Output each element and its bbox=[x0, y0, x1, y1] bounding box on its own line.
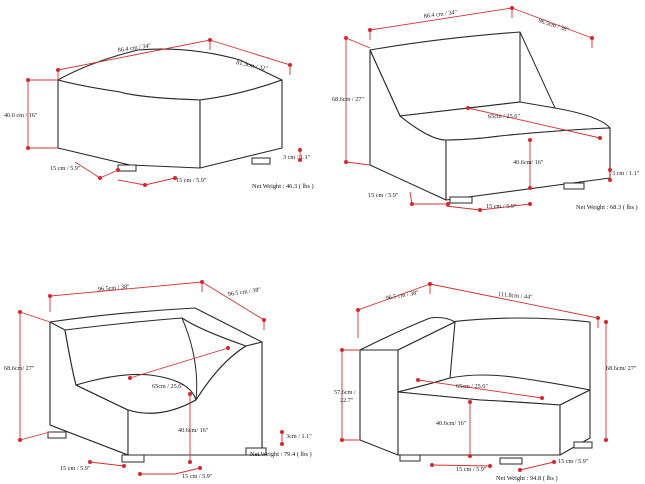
armless-chair-dimension-lines bbox=[344, 6, 612, 212]
armless-chair-weight-label: Net Weight : 68.3 ( lbs ) bbox=[576, 204, 638, 211]
arm-chair-arm-height-label-line1: 57.6cm / bbox=[334, 389, 356, 396]
arm-chair-leg-width-label: 15 cm / 5.9" bbox=[456, 466, 487, 473]
ottoman-height-label: 40.6 cm / 16" bbox=[4, 112, 38, 119]
arm-chair-height-label: 68.6cm/ 27" bbox=[606, 365, 637, 372]
ottoman-dimension-lines bbox=[26, 38, 302, 187]
arm-chair-leg-depth-label: 15 cm / 5.9" bbox=[558, 458, 589, 465]
arm-chair-panel: 96.5 cm / 38" 111.8cm / 44" 68.6cm/ 27" … bbox=[334, 282, 637, 482]
armless-chair-leg-depth-label: 15 cm / 5.9" bbox=[486, 203, 517, 210]
corner-chair-width-label: 96.5cm / 38" bbox=[98, 283, 131, 293]
ottoman-panel: 86.4 cm / 34" 81.3cm / 32" 40.6 cm / 16"… bbox=[4, 38, 314, 190]
arm-chair-seat-height-label: 40.6cm/ 16" bbox=[436, 420, 467, 427]
armless-chair-leg-height-label: 3 cm / 1.1" bbox=[612, 170, 640, 177]
arm-chair-weight-label: Net Weight : 94.8 ( lbs ) bbox=[496, 475, 558, 482]
armless-chair-panel: 86.4 cm / 34" 96.5cm / 38" 68.6cm / 27" … bbox=[332, 6, 640, 212]
corner-chair-panel: 96.5cm / 38" 96.5 cm / 38" 68.6cm/ 27" 6… bbox=[4, 280, 312, 480]
arm-chair-dimension-lines bbox=[340, 282, 608, 472]
armless-chair-height-label: 68.6cm / 27" bbox=[332, 96, 364, 103]
ottoman-leg-width-label: 15 cm / 5.9" bbox=[50, 165, 81, 172]
ottoman-weight-label: Net Weight : 46.3 ( lbs ) bbox=[252, 183, 314, 190]
corner-chair-weight-label: Net Weight : 79.4 ( lbs ) bbox=[250, 451, 312, 458]
armless-chair-seat-depth-label: 65cm / 25.6" bbox=[488, 113, 520, 120]
corner-chair-leg-width-label: 15 cm / 5.9" bbox=[60, 465, 91, 472]
arm-chair-depth-label: 96.5 cm / 38" bbox=[385, 289, 420, 302]
corner-chair-seat-depth-label: 65cm / 25.6" bbox=[152, 383, 184, 390]
corner-chair-depth-label: 96.5 cm / 38" bbox=[227, 286, 262, 298]
corner-chair-leg-depth-label: 15 cm / 5.9" bbox=[182, 473, 213, 480]
corner-chair-leg-height-label: 3cm / 1.1" bbox=[286, 433, 312, 440]
corner-chair-height-label: 68.6cm/ 27" bbox=[4, 365, 35, 372]
ottoman-leg-depth-label: 15 cm / 5.9" bbox=[176, 177, 207, 184]
arm-chair-seat-depth-label: 65cm / 25.6" bbox=[456, 383, 488, 390]
armless-chair-seat-height-label: 40.6cm/ 16" bbox=[513, 159, 544, 166]
corner-chair-drawing bbox=[47, 307, 267, 463]
arm-chair-arm-height-label-line2: 22.7" bbox=[340, 397, 354, 404]
ottoman-width-label: 86.4 cm / 34" bbox=[117, 42, 152, 54]
ottoman-drawing bbox=[57, 48, 283, 172]
armless-chair-width-label: 86.4 cm / 34" bbox=[423, 9, 458, 20]
ottoman-leg-height-label: 3 cm / 1.1" bbox=[283, 154, 311, 161]
arm-chair-drawing bbox=[359, 316, 593, 465]
corner-chair-dimension-lines bbox=[18, 280, 284, 476]
armless-chair-leg-width-label: 15 cm / 5.9" bbox=[368, 192, 399, 199]
arm-chair-width-label: 111.8cm / 44" bbox=[498, 291, 533, 301]
corner-chair-seat-height-label: 40.6cm/ 16" bbox=[178, 427, 209, 434]
armless-chair-depth-label: 96.5cm / 38" bbox=[537, 17, 570, 34]
armless-chair-drawing bbox=[369, 31, 611, 204]
